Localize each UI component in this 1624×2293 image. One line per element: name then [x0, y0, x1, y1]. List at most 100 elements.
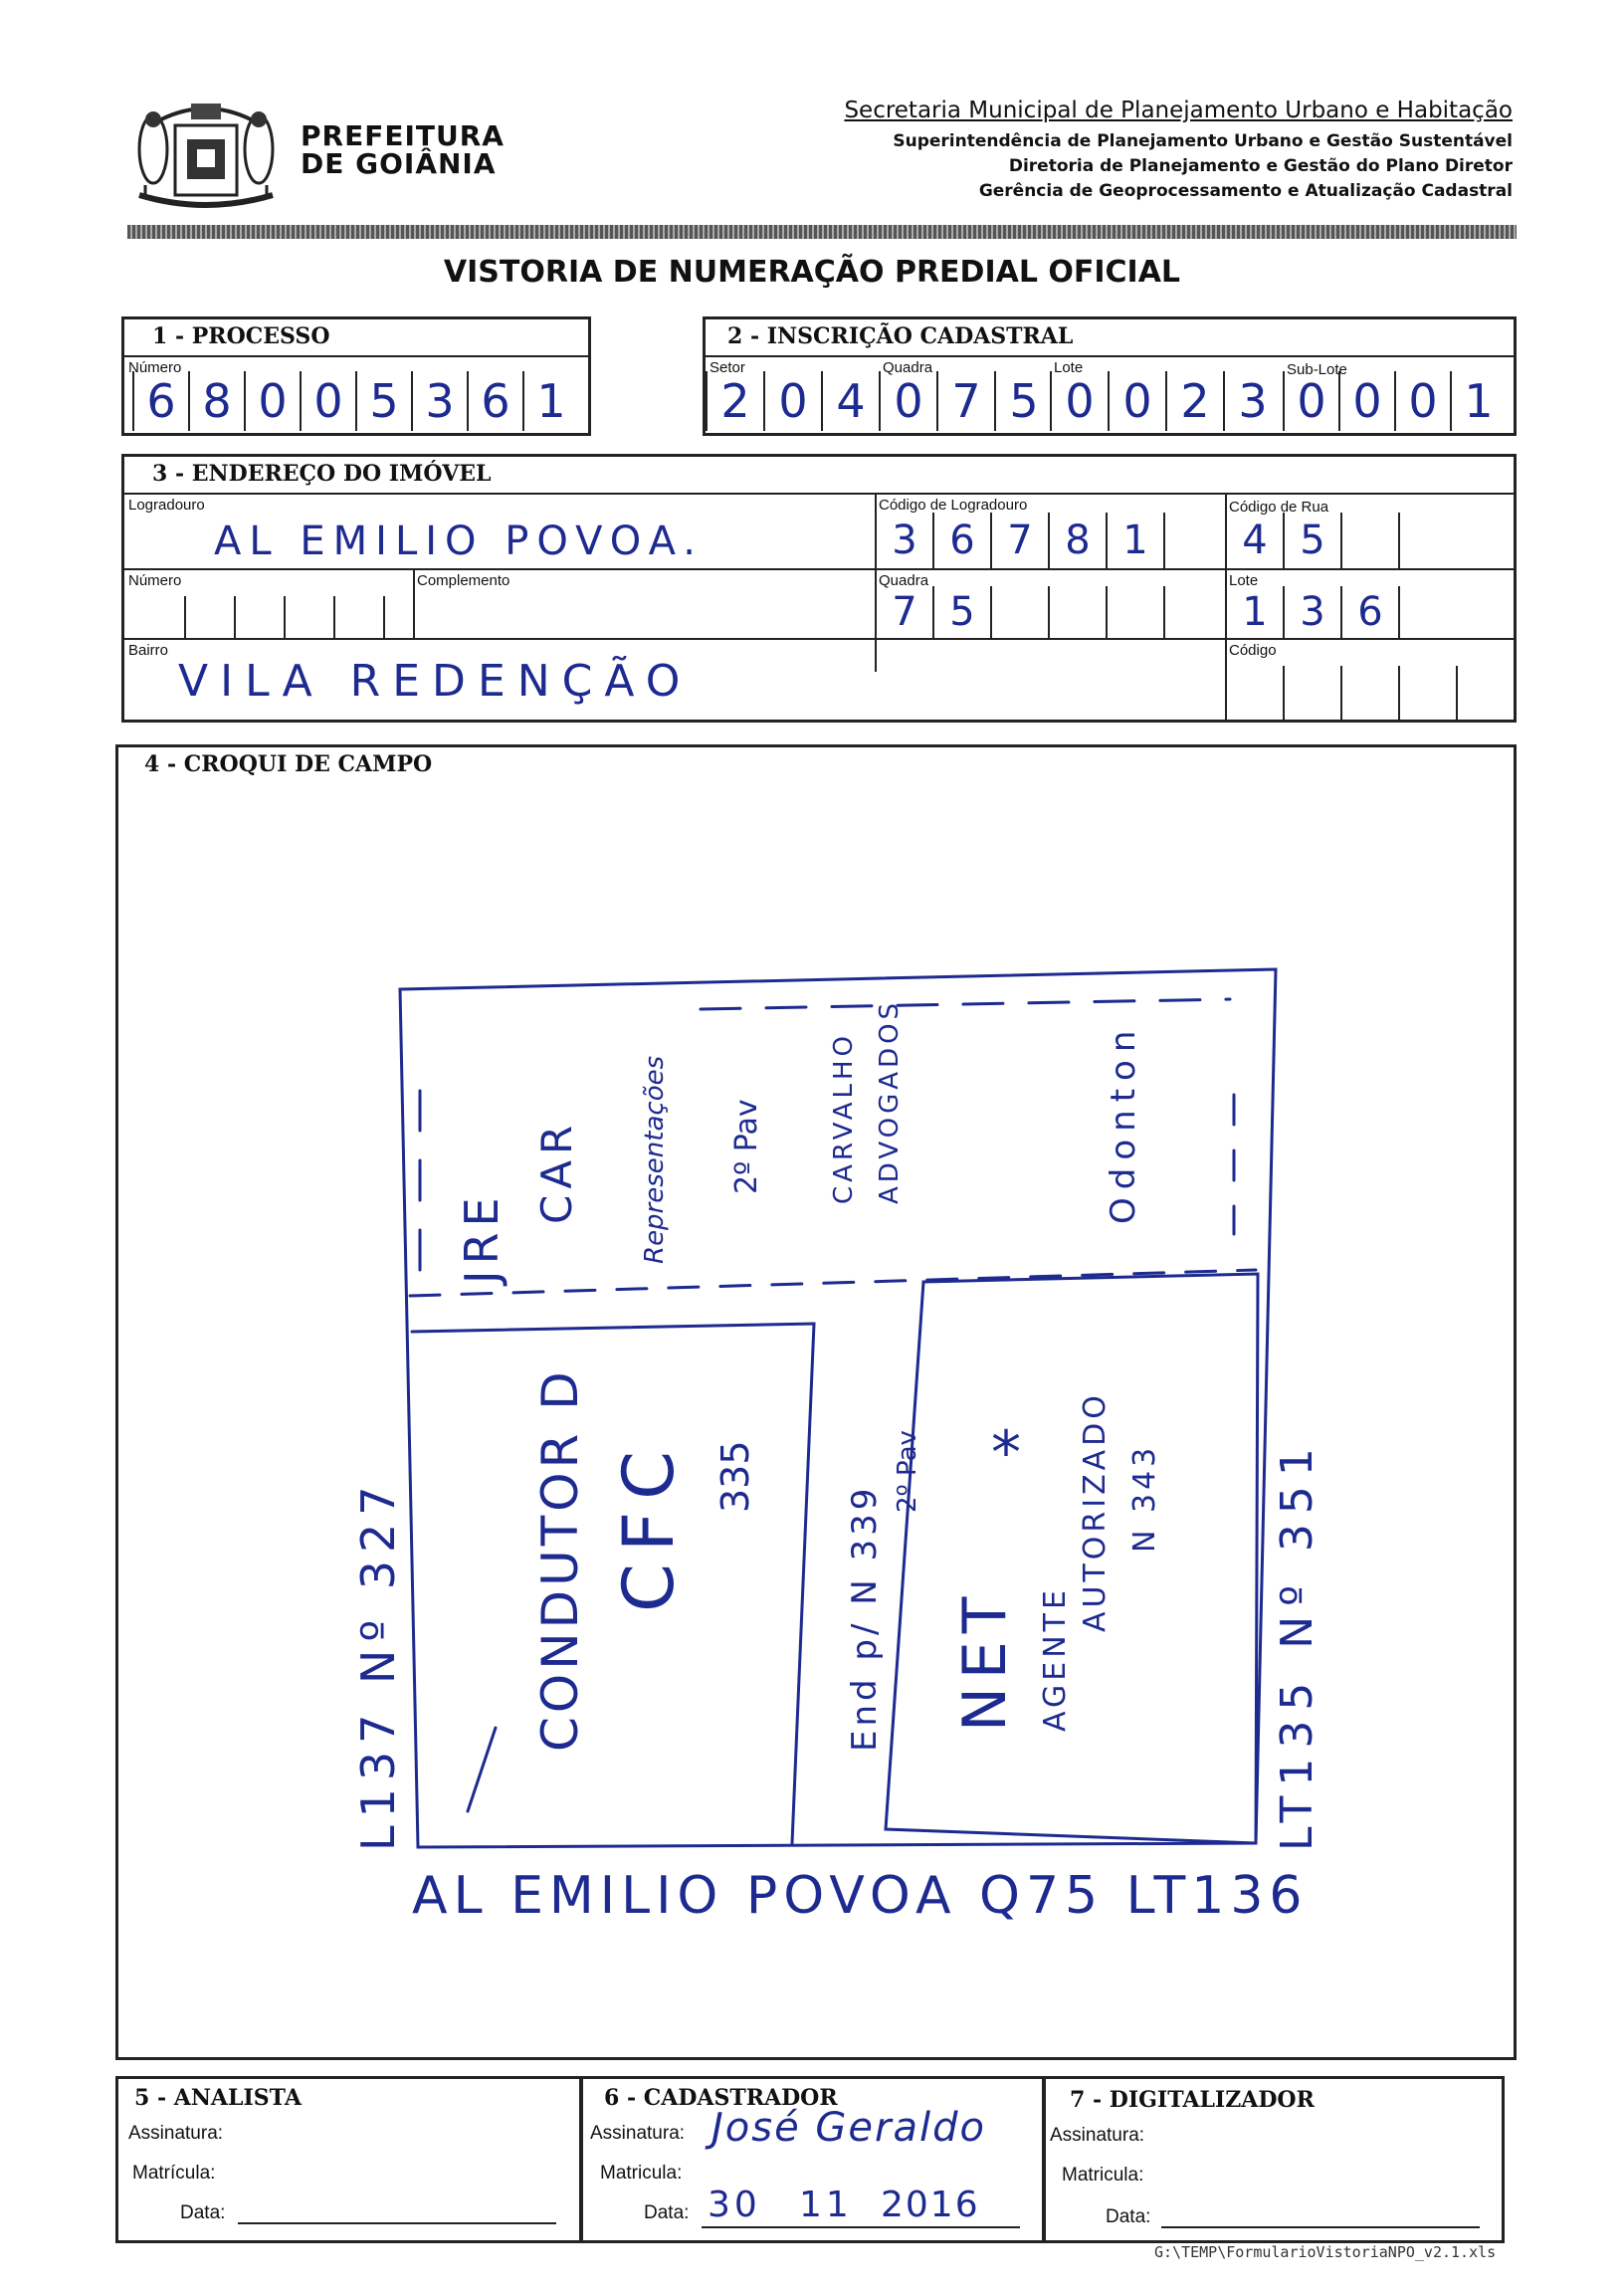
quadra-end-digit-cell: [990, 586, 1048, 638]
croqui-section: 4 - CROQUI DE CAMPO: [115, 744, 1517, 2060]
lote-digit-cell: 0: [1108, 371, 1165, 431]
cod-logradouro-digit-cell: 1: [1106, 513, 1163, 568]
digitalizador-data-blank: [1161, 2226, 1480, 2228]
logradouro-label: Logradouro: [128, 497, 205, 514]
lot-top-3b: ADVOGADOS: [875, 999, 905, 1204]
gerencia-line: Gerência de Geoprocessamento e Atualizaç…: [978, 181, 1513, 201]
cadastrador-data-day: 30: [708, 2185, 761, 2225]
lot-top-3a: CARVALHO: [829, 1032, 859, 1204]
codigo-empty-cell: [1456, 666, 1458, 720]
lot-top-1a: JRE: [455, 1191, 508, 1287]
cadastrador-data-month: 11: [799, 2185, 853, 2225]
digitalizador-matricula-label: Matricula:: [1062, 2165, 1144, 2186]
superintendencia-line: Superintendência de Planejamento Urbano …: [893, 131, 1513, 151]
numero-empty-cell: [184, 596, 186, 638]
footer-file-path: G:\TEMP\FormularioVistoriaNPO_v2.1.xls: [1154, 2243, 1497, 2261]
cod-logradouro-digit-cell: 7: [990, 513, 1048, 568]
lot-left-num: 335: [713, 1440, 757, 1513]
sublote-digit-cell: 0: [1394, 371, 1450, 431]
quadra-label: Quadra: [883, 359, 933, 376]
digitalizador-assinatura-label: Assinatura:: [1050, 2125, 1145, 2146]
lote-end-digit-cell: 6: [1340, 586, 1398, 638]
cod-rua-digit-cell: 5: [1283, 513, 1340, 568]
cod-rua-digit-cell: 4: [1225, 513, 1283, 568]
cod-logradouro-digit-cell: 8: [1048, 513, 1106, 568]
analista-data-label: Data:: [180, 2202, 226, 2223]
digitalizador-section: 7 - DIGITALIZADOR Assinatura: Matricula:…: [1043, 2076, 1505, 2243]
processo-digit-cell: 1: [522, 371, 578, 431]
right-neighbor-label: LT135 Nº 351: [1272, 1438, 1322, 1851]
codigo-logradouro-label: Código de Logradouro: [879, 497, 1028, 514]
setor-label: Setor: [710, 359, 745, 376]
processo-digit-cell: 6: [467, 371, 522, 431]
cadastrador-matricula-label: Matricula:: [600, 2163, 683, 2184]
analista-matricula-label: Matrícula:: [132, 2163, 216, 2184]
lote-label-end: Lote: [1229, 572, 1259, 589]
processo-digit-cell: 0: [244, 371, 300, 431]
lote-digit-cell: 3: [1223, 371, 1281, 431]
sublote-digit-cell: 0: [1283, 371, 1338, 431]
lot-top-1b: CAR: [532, 1120, 581, 1224]
logo-line2: DE GOIÂNIA: [301, 147, 497, 180]
bairro-label: Bairro: [128, 642, 169, 659]
lot-right-star: *: [991, 1418, 1021, 1488]
setor-digit-cell: 0: [763, 371, 821, 431]
lote-end-digit-cell: 1: [1225, 586, 1283, 638]
quadra-end-digit-cell: [1048, 586, 1106, 638]
sublote-digit-cell: 1: [1450, 371, 1506, 431]
lot-top-2a: Representações: [640, 1056, 670, 1264]
lot-left-a: CONDUTOR D: [531, 1367, 589, 1752]
processo-digit-cell: 0: [300, 371, 355, 431]
processo-digit-cell: 8: [188, 371, 244, 431]
lote-digit-cell: 2: [1165, 371, 1223, 431]
lot-top-4: Odonton: [1104, 1023, 1143, 1224]
lot-left-b: CFC: [608, 1439, 690, 1612]
cadastrador-heading: 6 - CADASTRADOR: [604, 2085, 838, 2111]
sublote-label: Sub-Lote: [1287, 361, 1347, 378]
lot-mid-b: 2º Pav: [893, 1430, 922, 1513]
codigo-label: Código: [1229, 642, 1277, 659]
lote-end-digit-cell: [1398, 586, 1456, 638]
inscricao-heading: 2 - INSCRIÇÃO CADASTRAL: [727, 323, 1074, 349]
numero-empty-cell: [284, 596, 286, 638]
quadra-digit-cell: 7: [936, 371, 994, 431]
lot-top-2b: 2º Pav: [729, 1099, 764, 1194]
lot-right-a: NET: [950, 1589, 1020, 1732]
numero-empty-cell: [333, 596, 335, 638]
codigo-empty-cell: [1340, 666, 1342, 720]
numero-empty-cell: [383, 596, 385, 638]
processo-digit-cell: 6: [132, 371, 188, 431]
digitalizador-heading: 7 - DIGITALIZADOR: [1070, 2087, 1315, 2113]
quadra-digit-cell: 5: [994, 371, 1052, 431]
digitalizador-data-label: Data:: [1106, 2206, 1151, 2227]
analista-section: 5 - ANALISTA Assinatura: Matrícula: Data…: [115, 2076, 583, 2243]
codigo-rua-label: Código de Rua: [1229, 499, 1329, 516]
cod-logradouro-digit-cell: [1163, 513, 1221, 568]
codigo-empty-cell: [1398, 666, 1400, 720]
numero-empty-cell: [234, 596, 236, 638]
numero-label: Número: [128, 359, 182, 376]
codigo-empty-cell: [1283, 666, 1285, 720]
processo-heading: 1 - PROCESSO: [152, 323, 330, 349]
analista-data-blank: [238, 2222, 556, 2224]
lote-label: Lote: [1054, 359, 1084, 376]
page-title: VISTORIA DE NUMERAÇÃO PREDIAL OFICIAL: [443, 255, 1181, 290]
lot-mid-a: End p/ N 339: [845, 1485, 885, 1752]
complemento-label: Complemento: [417, 572, 510, 589]
cadastrador-data-label: Data:: [644, 2202, 690, 2223]
cod-rua-digit-cell: [1398, 513, 1456, 568]
quadra-end-digit-cell: [1106, 586, 1163, 638]
quadra-label-end: Quadra: [879, 572, 929, 589]
cod-rua-digit-cell: [1340, 513, 1398, 568]
street-label: AL EMILIO POVOA Q75 LT136: [412, 1866, 1309, 1926]
sublote-digit-cell: 0: [1338, 371, 1394, 431]
inscricao-section: 2 - INSCRIÇÃO CADASTRAL Setor Quadra Lot…: [703, 316, 1517, 436]
cadastrador-data-blank: [702, 2226, 1020, 2228]
bairro-value: VILA REDENÇÃO: [178, 656, 693, 707]
numero-label: Número: [128, 572, 182, 589]
quadra-end-digit-cell: 5: [932, 586, 990, 638]
coat-of-arms-logo: [137, 104, 275, 208]
croqui-heading: 4 - CROQUI DE CAMPO: [144, 751, 433, 777]
